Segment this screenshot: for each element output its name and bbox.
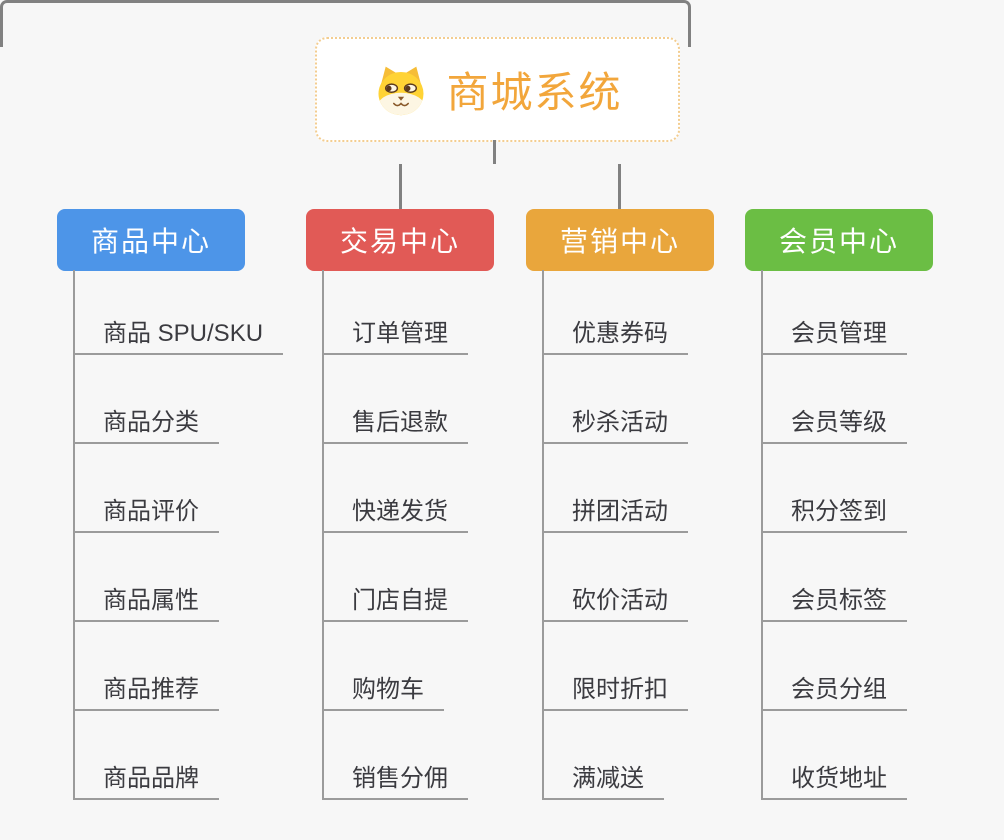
connector-drop-marketing (618, 164, 621, 209)
connector-trunk-member (761, 270, 763, 800)
root-node[interactable]: 商城系统 (315, 37, 680, 142)
leaf-node[interactable]: 优惠券码 (542, 320, 688, 355)
leaf-node[interactable]: 商品推荐 (73, 676, 219, 711)
leaf-node[interactable]: 会员标签 (761, 587, 907, 622)
connector-root-stub (493, 140, 496, 164)
leaf-node[interactable]: 砍价活动 (542, 587, 688, 622)
branch-node-member-center[interactable]: 会员中心 (745, 209, 933, 271)
leaf-node[interactable]: 快递发货 (322, 498, 468, 533)
root-title: 商城系统 (446, 69, 623, 116)
leaf-node[interactable]: 满减送 (542, 765, 664, 800)
branch-node-trade-center[interactable]: 交易中心 (306, 209, 494, 271)
connector-drop-trade (399, 164, 402, 209)
leaf-node[interactable]: 商品属性 (73, 587, 219, 622)
leaf-node[interactable]: 售后退款 (322, 409, 468, 444)
leaf-node[interactable]: 商品品牌 (73, 765, 219, 800)
leaf-node[interactable]: 收货地址 (761, 765, 907, 800)
connector-trunk-marketing (542, 270, 544, 800)
leaf-node[interactable]: 门店自提 (322, 587, 468, 622)
connector-trunk-trade (322, 270, 324, 800)
dog-face-icon (372, 63, 430, 117)
leaf-node[interactable]: 会员分组 (761, 676, 907, 711)
leaf-node[interactable]: 会员管理 (761, 320, 907, 355)
branch-node-marketing-center[interactable]: 营销中心 (526, 209, 714, 271)
leaf-node[interactable]: 商品分类 (73, 409, 219, 444)
leaf-node[interactable]: 商品 SPU/SKU (73, 320, 284, 355)
leaf-node[interactable]: 订单管理 (322, 320, 468, 355)
leaf-node[interactable]: 会员等级 (761, 409, 907, 444)
branch-node-product-center[interactable]: 商品中心 (57, 209, 245, 271)
connector-bus (0, 0, 691, 47)
leaf-node[interactable]: 拼团活动 (542, 498, 688, 533)
leaf-node[interactable]: 秒杀活动 (542, 409, 688, 444)
leaf-node[interactable]: 销售分佣 (322, 765, 468, 800)
leaf-node[interactable]: 限时折扣 (542, 676, 688, 711)
leaf-node[interactable]: 购物车 (322, 676, 444, 711)
leaf-node[interactable]: 积分签到 (761, 498, 907, 533)
connector-trunk-product (73, 270, 75, 800)
leaf-node[interactable]: 商品评价 (73, 498, 219, 533)
